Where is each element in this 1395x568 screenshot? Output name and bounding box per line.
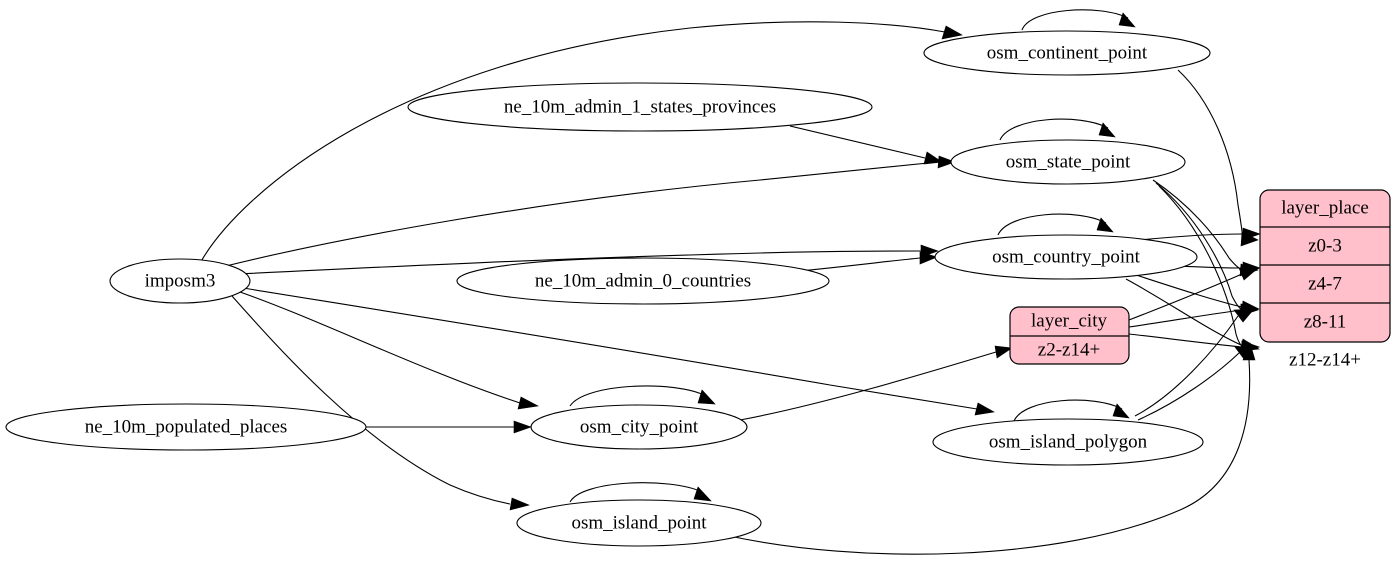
osm-island-point-ellipse[interactable] (516, 499, 762, 547)
edge-osm-continent-point-self-loop (1021, 9, 1129, 31)
edge-osm-country-point-to-layer-place-z12-z14 (1125, 278, 1242, 346)
osm-state-point-ellipse[interactable] (950, 139, 1186, 185)
record-layer-city[interactable]: layer_city z2-z14+ (1009, 306, 1130, 365)
arrowhead-osm-country-point-layer-place-z0-3 (1242, 227, 1261, 241)
edge-imposm3-to-osm-country-point (237, 250, 922, 275)
edge-osm-state-point-to-layer-place-z12-z14 (1158, 185, 1244, 348)
arrowhead-ne-states-osm-state-point (923, 151, 943, 165)
arrowhead-osm-city-point-self (697, 389, 716, 405)
arrowhead-osm-city-point-layer-city-z2-z14 (994, 345, 1013, 359)
osm-continent-point-ellipse[interactable] (923, 30, 1211, 76)
edge-osm-continent-point-to-layer-place-z0-3 (1177, 69, 1244, 239)
arrowhead-imposm3-osm-city-point (517, 396, 539, 410)
node-osm-country-point[interactable]: osm_country_point (934, 234, 1198, 280)
osm-city-point-label: osm_city_point (580, 416, 699, 437)
edge-osm-island-polygon-to-layer-place-z12-z14 (1137, 352, 1240, 421)
imposm3-ellipse[interactable] (109, 258, 251, 304)
imposm3-label: imposm3 (145, 270, 216, 291)
ne-countries-ellipse[interactable] (456, 257, 830, 305)
edge-osm-state-point-self-loop (999, 118, 1109, 141)
node-osm-island-polygon[interactable]: osm_island_polygon (932, 418, 1204, 466)
edge-layer-city-to-layer-place-z12-z14 (1128, 333, 1243, 348)
arrowhead-osm-island-polygon-layer-place-z8-11 (1233, 308, 1255, 323)
arrowhead-imposm3-osm-island-polygon (974, 402, 995, 416)
edge-layer (198, 9, 1261, 555)
record-layer-place[interactable]: layer_place z0-3 z4-7 z8-11 z12-z14+ (1259, 189, 1391, 370)
arrowhead-osm-state-point-self (1098, 122, 1116, 138)
arrowhead-ne-countries-osm-country-point (919, 251, 938, 265)
node-ne-10m-populated-places[interactable]: ne_10m_populated_places (5, 403, 367, 451)
ne-states-ellipse[interactable] (407, 82, 873, 132)
osm-island-polygon-label: osm_island_polygon (989, 431, 1148, 452)
node-osm-continent-point[interactable]: osm_continent_point (923, 30, 1211, 76)
layer-place-row-z12-z14-label[interactable]: z12-z14+ (1289, 349, 1361, 370)
arrowhead-layer-city-layer-place-z4-7 (1238, 267, 1259, 281)
layer-place-row-z8-11-label[interactable]: z8-11 (1304, 311, 1347, 332)
arrowhead-ne-populated-osm-city-point (513, 420, 532, 434)
osm-island-point-label: osm_island_point (571, 512, 707, 533)
ne-countries-label: ne_10m_admin_0_countries (535, 270, 751, 291)
node-osm-state-point[interactable]: osm_state_point (950, 139, 1186, 185)
arrowhead-osm-island-polygon-self (1112, 403, 1130, 419)
osm-country-point-label: osm_country_point (992, 246, 1140, 267)
edge-osm-island-polygon-to-layer-place-z8-11 (1134, 315, 1239, 417)
node-imposm3[interactable]: imposm3 (109, 258, 251, 304)
arrowhead-osm-country-point-self (1096, 217, 1114, 233)
edge-osm-city-point-to-layer-city-z2-z14 (739, 351, 997, 421)
layer-city-header-label: layer_city (1031, 310, 1107, 331)
edge-imposm3-to-osm-city-point (239, 291, 521, 404)
edge-ne-countries-to-osm-country-point (799, 257, 921, 272)
osm-city-point-ellipse[interactable] (530, 404, 748, 450)
edge-osm-country-point-to-layer-place-z8-11 (1132, 273, 1243, 308)
ne-populated-label: ne_10m_populated_places (85, 416, 288, 437)
arrowhead-osm-island-point-self (693, 486, 712, 502)
arrowhead-imposm3-osm-continent-point (941, 25, 963, 40)
edge-imposm3-to-osm-island-point (231, 295, 511, 505)
osm-state-point-label: osm_state_point (1006, 151, 1131, 172)
arrowhead-osm-island-point-layer-place-z12-z14 (1242, 342, 1256, 361)
edge-layer-city-to-layer-place-z8-11 (1128, 309, 1243, 328)
edge-osm-island-point-to-layer-place-z12-z14 (724, 359, 1251, 555)
record-layer: layer_place z0-3 z4-7 z8-11 z12-z14+ lay… (1009, 189, 1391, 370)
ne-populated-ellipse[interactable] (5, 403, 367, 451)
layer-place-header-label: layer_place (1281, 197, 1369, 218)
edge-layer-city-to-layer-place-z4-7 (1128, 273, 1243, 321)
layer-place-row-z0-3-label[interactable]: z0-3 (1308, 235, 1342, 256)
node-ne-10m-admin-1-states-provinces[interactable]: ne_10m_admin_1_states_provinces (407, 82, 873, 132)
edge-osm-island-point-self-loop (569, 482, 703, 503)
arrowhead-osm-continent-point-self (1118, 12, 1136, 28)
edge-imposm3-to-osm-continent-point (198, 21, 946, 266)
osm-island-polygon-ellipse[interactable] (932, 418, 1204, 466)
edge-imposm3-to-osm-island-polygon (242, 287, 978, 410)
osm-continent-point-label: osm_continent_point (987, 42, 1148, 63)
edge-ne-states-to-osm-state-point (789, 125, 926, 159)
osm-country-point-ellipse[interactable] (934, 234, 1198, 280)
edge-osm-island-polygon-self-loop (1013, 399, 1123, 422)
node-osm-city-point[interactable]: osm_city_point (530, 404, 748, 450)
layer-place-row-z4-7-label[interactable]: z4-7 (1308, 273, 1342, 294)
node-layer: imposm3 ne_10m_admin_1_states_provinces … (5, 30, 1211, 547)
edge-osm-country-point-to-layer-place-z0-3 (1139, 233, 1244, 241)
node-ne-10m-admin-0-countries[interactable]: ne_10m_admin_0_countries (456, 257, 830, 305)
layer-place-box[interactable] (1259, 189, 1391, 343)
edge-osm-city-point-self-loop (569, 385, 707, 407)
ne-states-label: ne_10m_admin_1_states_provinces (504, 96, 776, 117)
edge-osm-state-point-to-layer-place-z4-7 (1152, 179, 1243, 271)
edge-osm-state-point-to-layer-place-z8-11 (1155, 182, 1243, 311)
layer-city-row-z2-z14-label[interactable]: z2-z14+ (1038, 339, 1100, 360)
edge-imposm3-to-osm-state-point (221, 161, 939, 268)
edge-osm-country-point-self-loop (997, 213, 1107, 236)
arrowhead-imposm3-osm-island-point (509, 497, 530, 511)
node-osm-island-point[interactable]: osm_island_point (516, 499, 762, 547)
